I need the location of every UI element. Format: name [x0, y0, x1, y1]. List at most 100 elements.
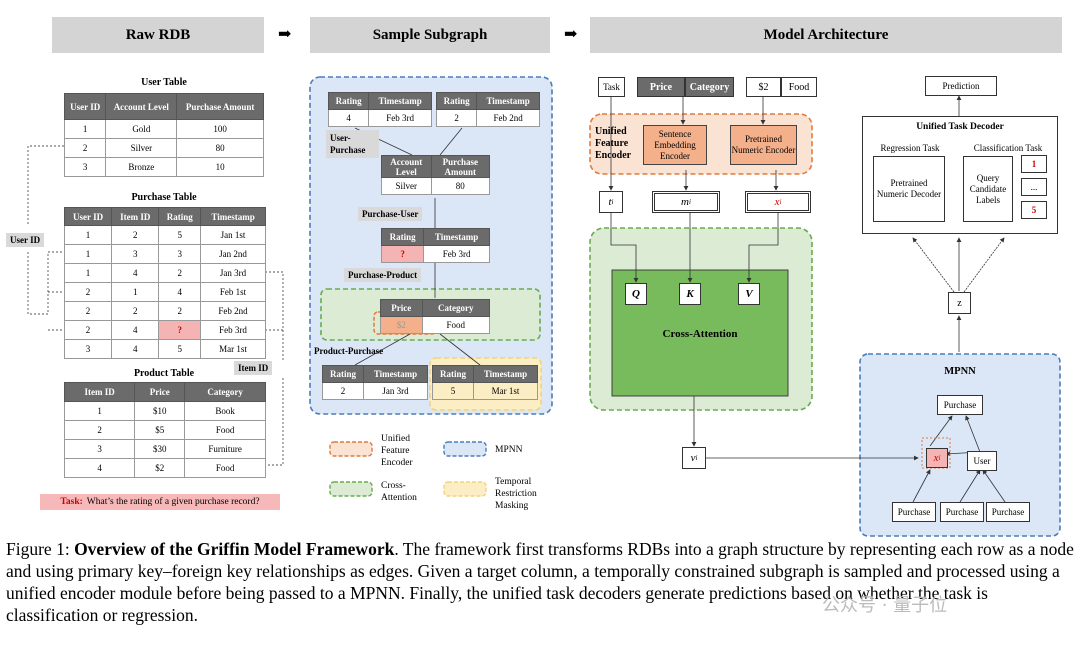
legend-swatches — [329, 441, 487, 497]
mpnn-purchase-node: Purchase — [940, 502, 984, 522]
table-cell: Silver — [381, 177, 432, 195]
table-cell: 2 — [111, 301, 160, 321]
table-cell: 1 — [63, 244, 113, 264]
column-header: Account Level — [105, 93, 178, 120]
legend-trm: Temporal Restriction Masking — [495, 477, 537, 511]
user-table-title: User Table — [141, 77, 187, 88]
column-header: Rating — [327, 92, 370, 110]
table-cell: $5 — [134, 420, 186, 440]
m-i-subscript: i — [689, 198, 691, 206]
table-cell: 2 — [63, 320, 113, 340]
table-cell: Silver — [105, 138, 178, 158]
table-cell: 1 — [63, 263, 113, 283]
table-cell: 3 — [111, 244, 160, 264]
arrow-right-icon: ➡ — [564, 26, 578, 43]
table-cell: 1 — [63, 401, 136, 421]
table-cell: Feb 1st — [200, 282, 266, 302]
table-cell: 1 — [111, 282, 160, 302]
table-cell: 5 — [158, 225, 202, 245]
table-cell: 4 — [111, 263, 160, 283]
product-purchase-label: Product-Purchase — [314, 346, 384, 356]
table-cell: 3 — [63, 439, 136, 459]
column-header: Category — [421, 299, 491, 317]
column-header: Rating — [321, 365, 365, 383]
mpnn-x-subscript: i — [938, 454, 941, 462]
table-cell: 4 — [63, 458, 136, 478]
column-header: Rating — [431, 365, 475, 383]
legend-swatch-trm — [443, 481, 487, 497]
column-header: Item ID — [63, 382, 136, 402]
table-cell: Feb 2nd — [476, 109, 540, 127]
task-input-box: Task — [598, 77, 625, 97]
ufe-label: Unified Feature Encoder — [595, 126, 632, 161]
t-i-symbol: t — [608, 196, 612, 208]
column-header: Timestamp — [473, 365, 538, 383]
table-cell: Food — [184, 458, 266, 478]
column-header: Price — [134, 382, 186, 402]
table-cell: Mar 1st — [200, 339, 266, 359]
column-header: Category — [184, 382, 266, 402]
pretrained-numeric-encoder: Pretrained Numeric Encoder — [730, 125, 797, 165]
table-cell: Feb 3rd — [368, 109, 432, 127]
target-rating-cell: ? — [380, 245, 425, 263]
user-purchase-tag: User-Purchase — [326, 130, 379, 158]
t-i-subscript: i — [611, 198, 614, 206]
table-cell: 80 — [430, 177, 491, 195]
caption-title: Overview of the Griffin Model Framework — [74, 539, 395, 559]
column-header: Rating — [380, 228, 425, 246]
v-i-subscript: i — [695, 454, 698, 462]
table-cell: Jan 2nd — [200, 244, 266, 264]
classification-task-label: Classification Task — [973, 143, 1043, 153]
decoder-title: Unified Task Decoder — [916, 122, 1004, 132]
table-cell: Bronze — [105, 157, 178, 177]
table-cell: Feb 2nd — [200, 301, 266, 321]
table-cell: 1 — [63, 225, 113, 245]
header-sample-subgraph: Sample Subgraph — [310, 17, 550, 53]
header-model-architecture: Model Architecture — [590, 17, 1062, 53]
table-cell: 4 — [158, 282, 202, 302]
table-cell: 2 — [321, 382, 365, 400]
candidate-label-5: 5 — [1021, 201, 1047, 219]
unified-task-decoder: Unified Task Decoder Regression Task Cla… — [862, 116, 1058, 234]
price-header-box: Price — [637, 77, 685, 97]
table-cell: 2 — [111, 225, 160, 245]
mpnn-title: MPNN — [944, 366, 976, 377]
table-cell: 80 — [176, 138, 264, 158]
column-header: Purchase Amount — [176, 93, 264, 120]
purchase-user-tag: Purchase-User — [358, 207, 423, 221]
table-cell: 5 — [158, 339, 202, 359]
column-header: Rating — [435, 92, 478, 110]
header-raw-rdb: Raw RDB — [52, 17, 264, 53]
legend-ufe: Unified Feature Encoder — [381, 434, 413, 468]
column-header: Timestamp — [423, 228, 490, 246]
table-cell: Jan 1st — [200, 225, 266, 245]
m-i-symbol: m — [681, 196, 689, 208]
column-header: User ID — [63, 207, 113, 226]
table-cell: Book — [184, 401, 266, 421]
regression-task-label: Regression Task — [880, 143, 940, 153]
table-cell: 100 — [176, 119, 264, 139]
cross-attention-label: Cross-Attention — [662, 328, 738, 340]
q-box: Q — [625, 283, 647, 305]
table-cell: 2 — [63, 138, 107, 158]
table-cell: Jan 3rd — [200, 263, 266, 283]
task-box: Task: What’s the rating of a given purch… — [40, 494, 280, 510]
sentence-embedding-encoder: Sentence Embedding Encoder — [643, 125, 707, 165]
product-table-title: Product Table — [133, 368, 195, 379]
